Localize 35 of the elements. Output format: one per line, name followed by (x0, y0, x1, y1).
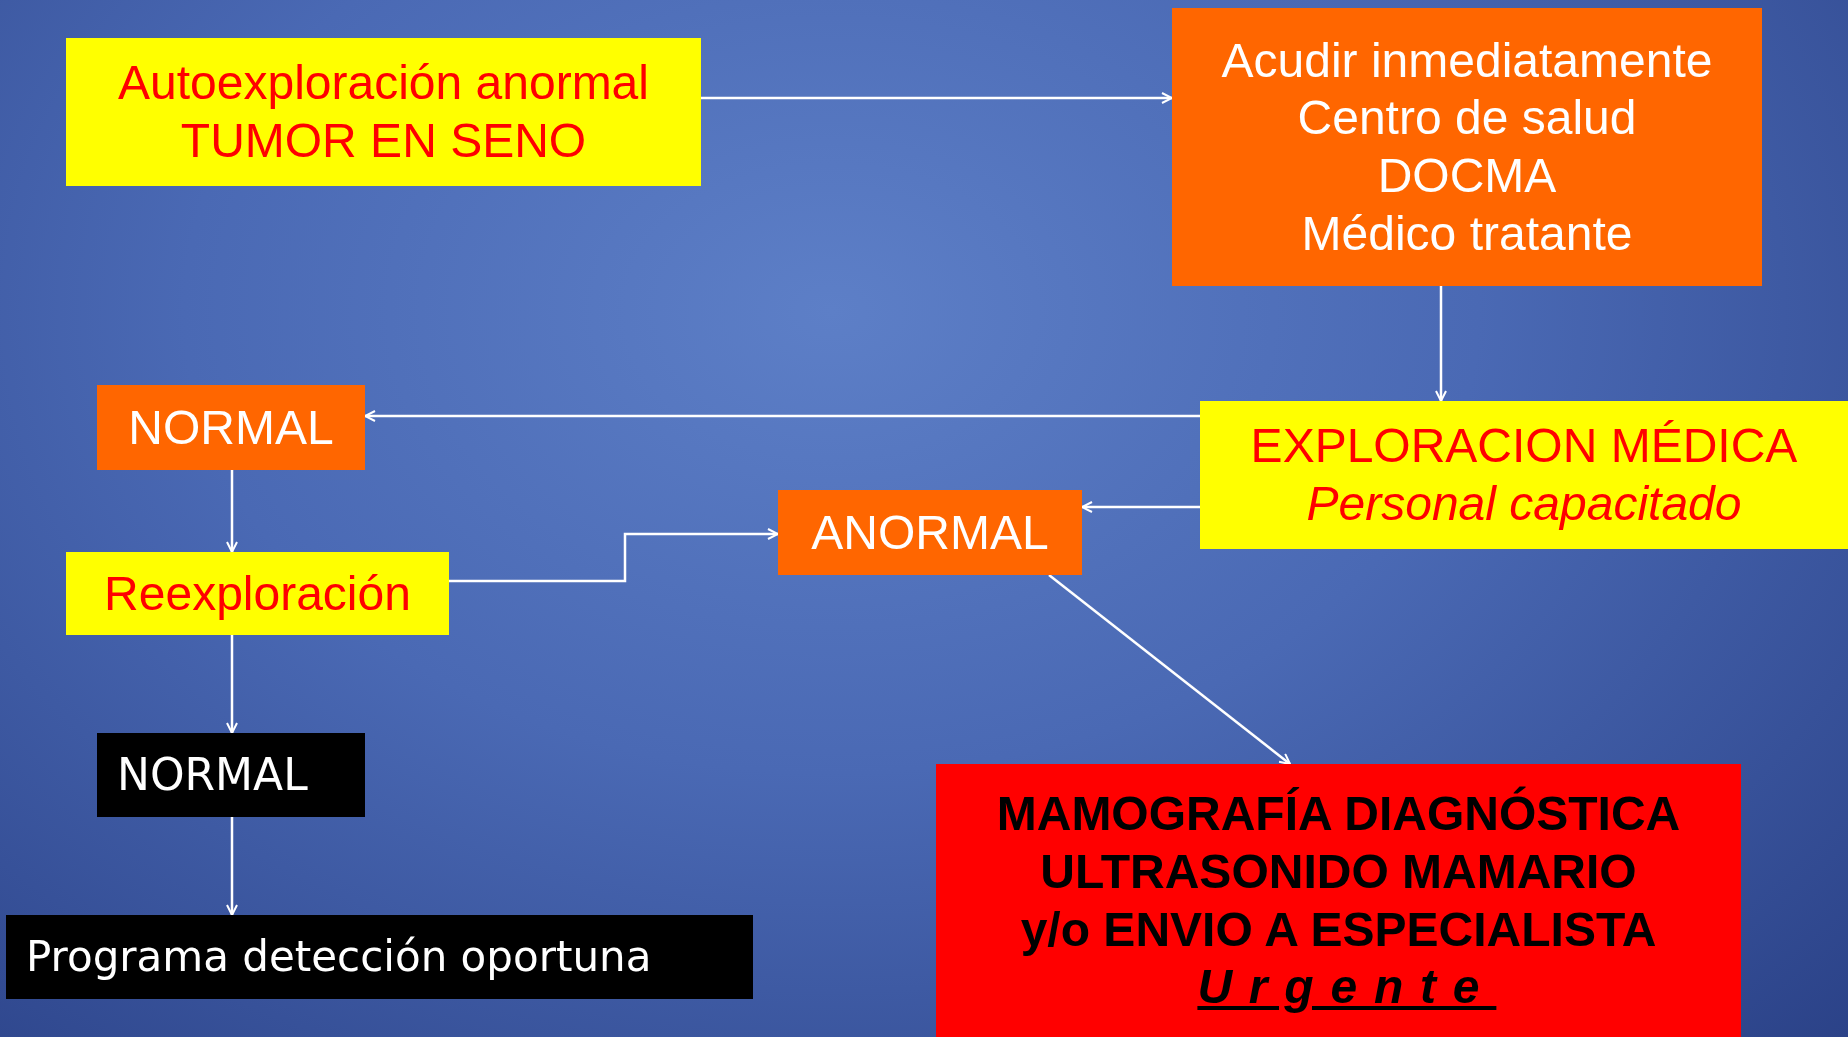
result-box (778, 490, 1082, 575)
arrow (1435, 286, 1447, 402)
node-text: MAMOGRAFÍA DIAGNÓSTICA (996, 785, 1681, 843)
node-text: TUMOR EN SENO (180, 113, 587, 169)
node-text: Personal capacitado (1306, 476, 1742, 532)
node-text: ANORMAL (811, 504, 1049, 561)
node-text: Programa detección oportuna (26, 931, 652, 983)
process-box (1172, 8, 1762, 286)
arrow (364, 410, 1200, 422)
process-box (66, 552, 449, 635)
process-box (6, 915, 753, 999)
node-text: Centro de salud (1297, 90, 1637, 147)
node-text: EXPLORACION MÉDICA (1250, 418, 1798, 475)
node-text: Autoexploración anormal (118, 55, 649, 112)
node-text: Acudir inmediatamente (1221, 32, 1713, 89)
arrow (226, 817, 238, 916)
node-text: Reexploración (104, 565, 411, 622)
node-text: Médico tratante (1301, 205, 1633, 262)
arrow (226, 470, 238, 553)
arrow (1081, 501, 1200, 513)
arrow (449, 528, 779, 583)
node-text: y/o ENVIO A ESPECIALISTA (1020, 901, 1657, 958)
node-text: ULTRASONIDO MAMARIO (1040, 843, 1637, 900)
node-text: DOCMA (1377, 148, 1557, 204)
result-box (97, 733, 365, 817)
process-box (1200, 401, 1848, 549)
process-box (66, 38, 701, 186)
arrow (226, 635, 238, 734)
process-box (936, 764, 1741, 1037)
arrow (1048, 574, 1291, 765)
node-text: Urgente (1197, 959, 1497, 1016)
node-text: NORMAL (117, 748, 308, 802)
result-box (97, 385, 365, 470)
node-text: NORMAL (128, 399, 334, 456)
arrow (701, 92, 1173, 104)
